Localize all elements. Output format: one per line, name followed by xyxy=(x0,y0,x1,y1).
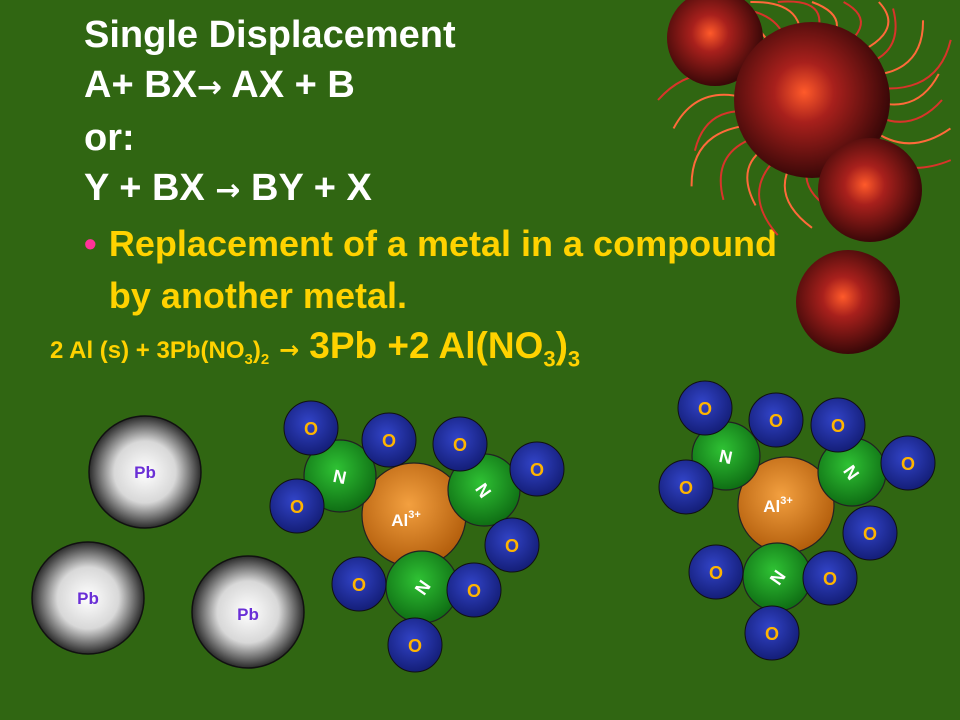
equation-part-right: AX + B xyxy=(231,64,355,106)
arrow-icon: → xyxy=(279,336,300,364)
o-label: O xyxy=(467,581,481,601)
o-atom xyxy=(688,544,744,600)
aluminum-nitrate-molecule: Al3+ N N N O O O O O O O O O xyxy=(658,380,936,661)
decorative-ball xyxy=(734,22,890,178)
o-atom xyxy=(283,400,339,456)
o-atom xyxy=(810,397,866,453)
o-label: O xyxy=(823,569,837,589)
decorative-ball xyxy=(818,138,922,242)
o-label: O xyxy=(679,478,693,498)
equation-products: 3Pb +2 Al(NO3)3 xyxy=(309,325,581,372)
n-label: N xyxy=(331,466,348,488)
equation-part-left: A+ BX xyxy=(84,64,197,106)
decorative-ball xyxy=(796,250,900,354)
o-label: O xyxy=(769,411,783,431)
o-label: O xyxy=(505,536,519,556)
o-label: O xyxy=(709,563,723,583)
title-line-3: or: xyxy=(84,117,135,159)
bullet-text: Replacement of a metal in a compound by … xyxy=(108,223,778,316)
o-label: O xyxy=(863,524,877,544)
decorative-ball xyxy=(667,0,763,86)
arrow-icon: → xyxy=(215,173,241,208)
aluminum-nitrate-molecule: Al3+ N N N O O O O O O O O O xyxy=(269,400,565,673)
o-label: O xyxy=(765,624,779,644)
n-atom xyxy=(303,439,377,513)
equation-part-left: Y + BX xyxy=(84,167,205,209)
o-atom xyxy=(677,380,733,436)
o-label: O xyxy=(453,435,467,455)
o-atom xyxy=(880,435,936,491)
o-atom xyxy=(331,556,387,612)
al-label: Al3+ xyxy=(391,509,421,530)
pb-label: Pb xyxy=(77,589,99,608)
o-label: O xyxy=(304,419,318,439)
o-label: O xyxy=(352,575,366,595)
decorative-fireworks xyxy=(657,0,952,354)
o-atom xyxy=(446,562,502,618)
o-atom xyxy=(361,412,417,468)
arrow-icon: → xyxy=(196,70,223,105)
n-label: N xyxy=(717,446,734,468)
title-line-2: A+ BX→ AX + B xyxy=(84,60,456,113)
al-label: Al3+ xyxy=(763,495,793,516)
pb-atom: Pb xyxy=(191,555,305,669)
o-atom xyxy=(802,550,858,606)
o-atom xyxy=(744,605,800,661)
title-line-1: Single Displacement xyxy=(84,14,456,56)
o-label: O xyxy=(831,416,845,436)
o-label: O xyxy=(698,399,712,419)
o-atom xyxy=(387,617,443,673)
o-atom xyxy=(842,505,898,561)
o-atom xyxy=(748,392,804,448)
o-label: O xyxy=(530,460,544,480)
bullet-dot-icon: • xyxy=(84,223,97,264)
o-atom xyxy=(432,416,488,472)
o-atom xyxy=(484,517,540,573)
lead-atoms: Pb Pb Pb xyxy=(31,415,305,669)
title-line-4: Y + BX → BY + X xyxy=(84,163,456,216)
bullet-item: • Replacement of a metal in a compound b… xyxy=(84,218,824,322)
slide-title: Single Displacement A+ BX→ AX + B or: Y … xyxy=(84,10,456,216)
o-label: O xyxy=(382,431,396,451)
o-label: O xyxy=(408,636,422,656)
reaction-equation: 2 Al (s) + 3Pb(NO3)2 → 3Pb +2 Al(NO3)3 xyxy=(50,325,580,372)
equation-part-right: BY + X xyxy=(251,167,372,209)
pb-atom: Pb xyxy=(31,541,145,655)
equation-reactants: 2 Al (s) + 3Pb(NO3)2 xyxy=(50,337,270,368)
o-label: O xyxy=(290,497,304,517)
o-atom xyxy=(269,478,325,534)
o-atom xyxy=(658,459,714,515)
pb-label: Pb xyxy=(237,605,259,624)
pb-label: Pb xyxy=(134,463,156,482)
o-atom xyxy=(509,441,565,497)
pb-atom: Pb xyxy=(88,415,202,529)
o-label: O xyxy=(901,454,915,474)
